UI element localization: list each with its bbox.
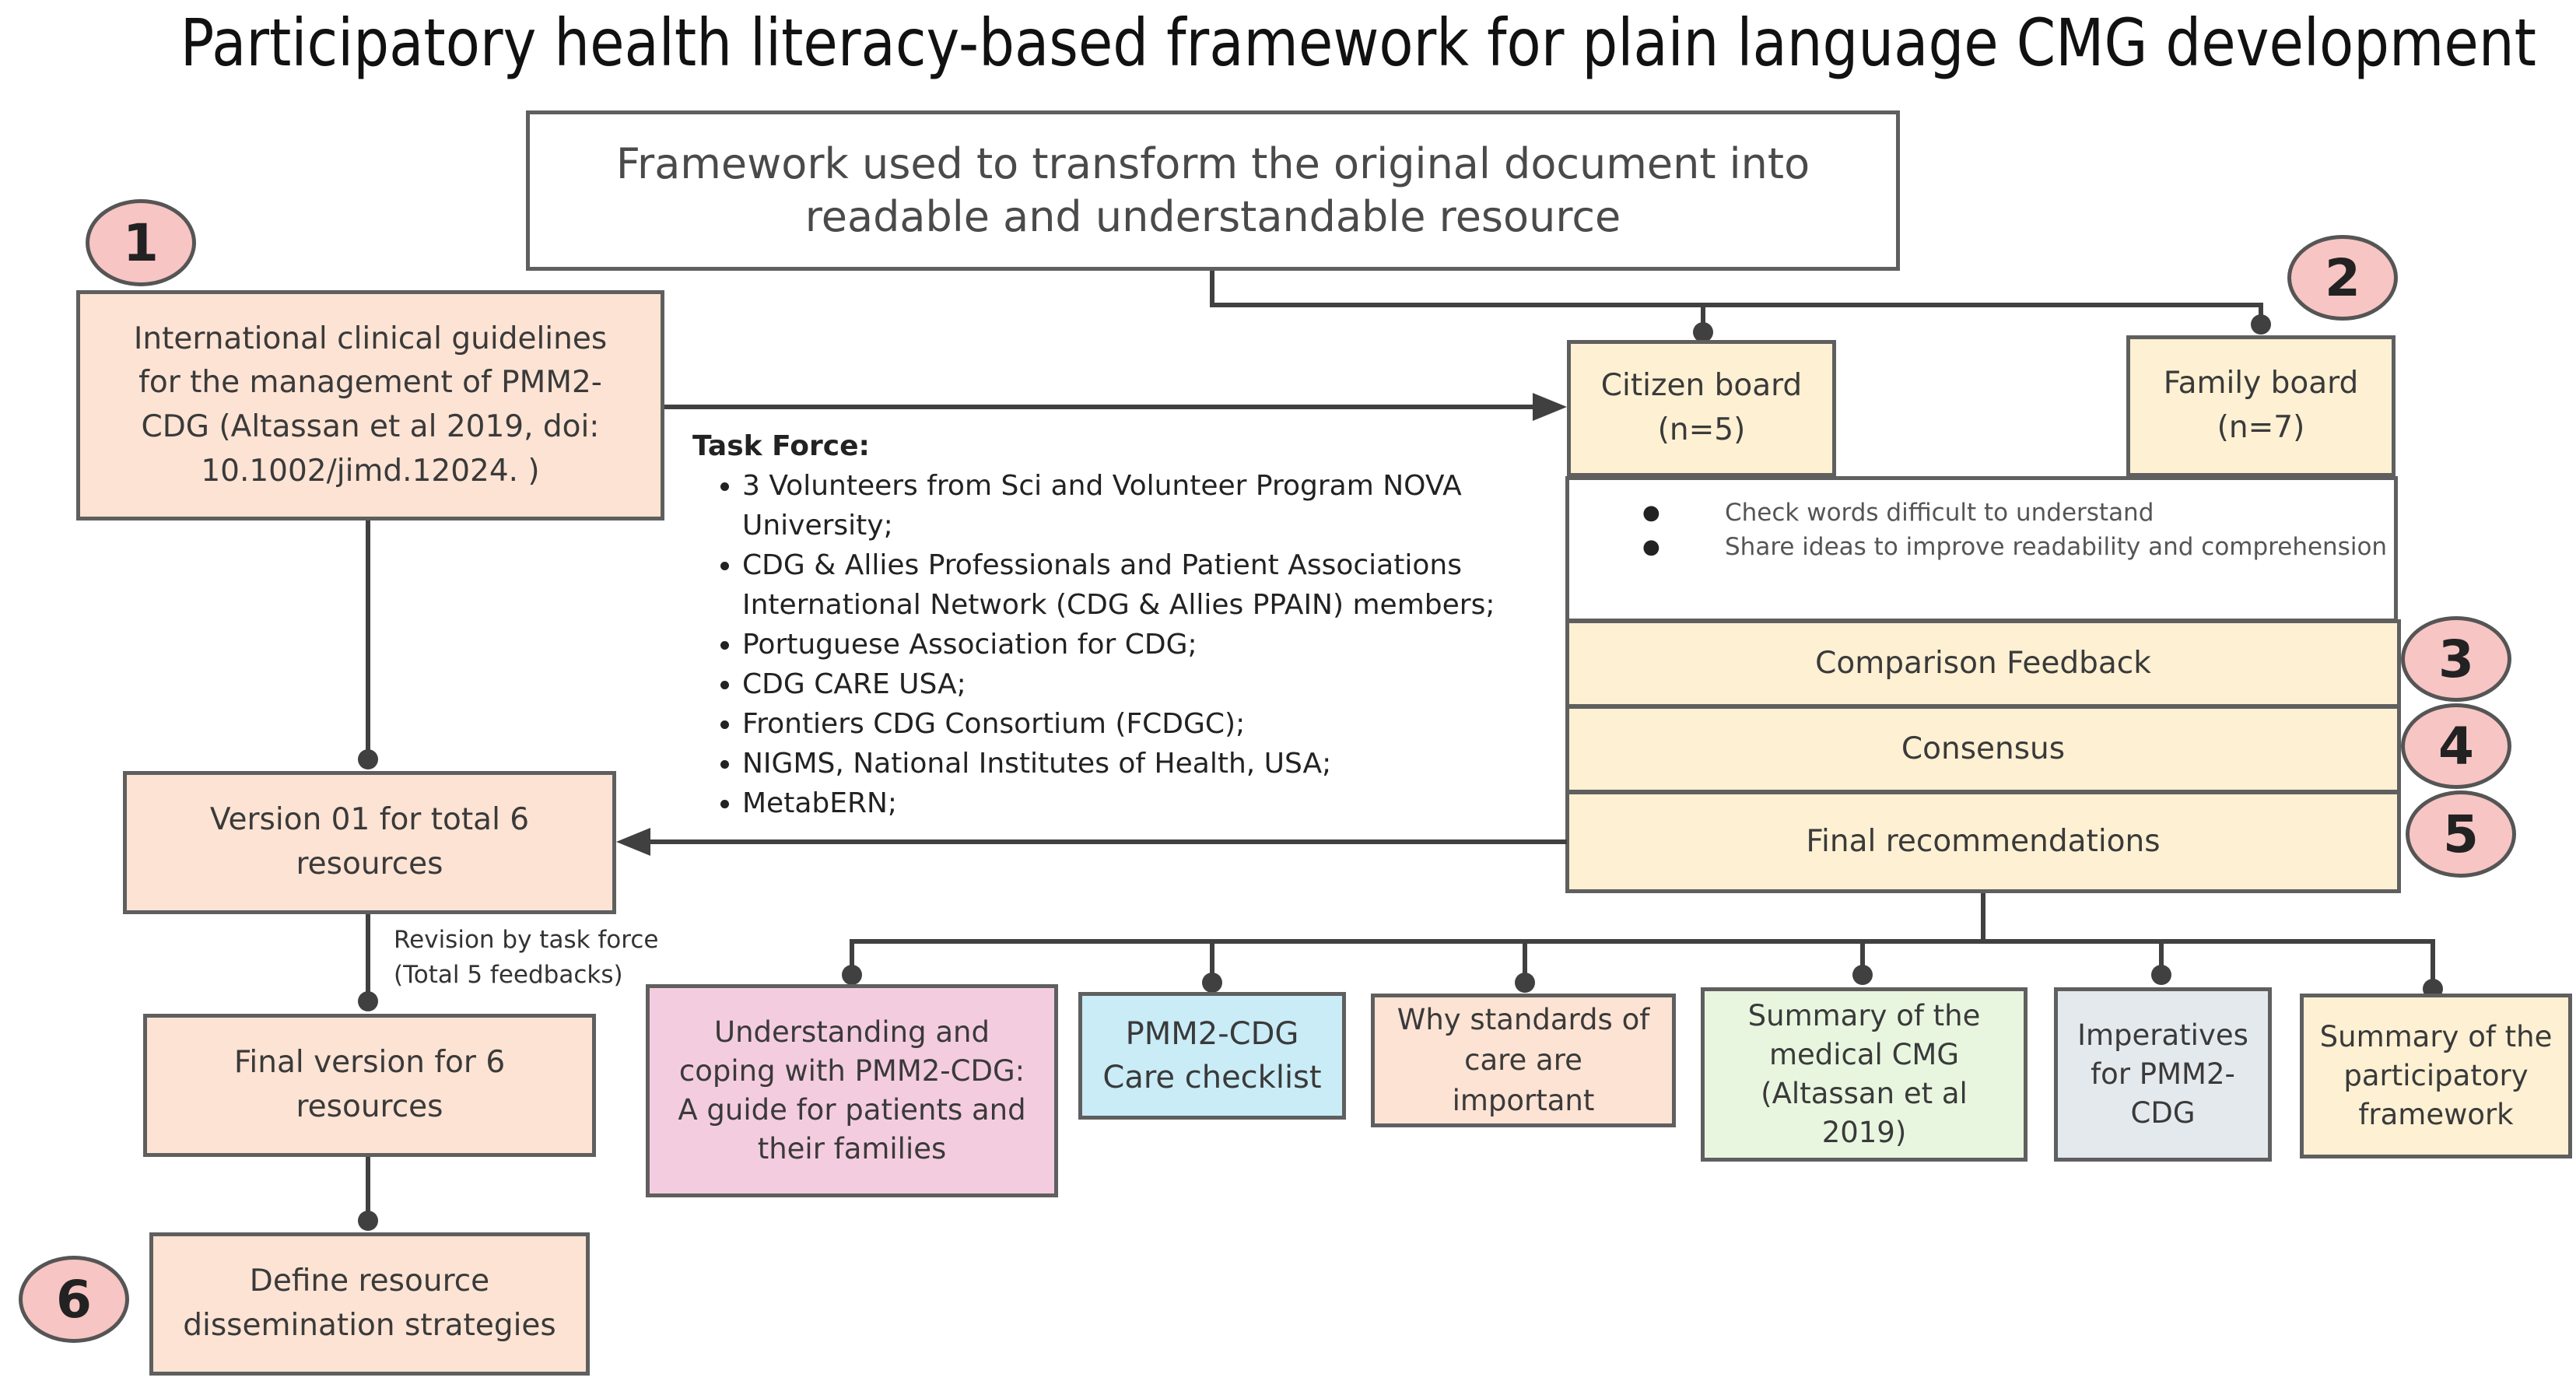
citizen-board: Citizen board (n=5) <box>1567 340 1836 477</box>
step-badge-5: 5 <box>2406 790 2516 878</box>
step-badge-6: 6 <box>19 1256 129 1343</box>
resource-medical-cmg-summary: Summary of the medical CMG (Altassan et … <box>1701 987 2028 1162</box>
stage-label: Final recommendations <box>1806 823 2161 859</box>
step-badge-4: 4 <box>2401 703 2511 789</box>
family-board-text: Family board (n=7) <box>2163 366 2359 445</box>
connector-dot-family <box>2251 314 2271 335</box>
connector-dot-resource <box>1202 973 1222 993</box>
connector-dot-resource <box>1515 973 1535 993</box>
resource-care-checklist: PMM2-CDG Care checklist <box>1078 992 1346 1120</box>
revision-note: Revision by task force (Total 5 feedback… <box>394 926 659 989</box>
dissemination-box-text: Define resource dissemination strategies <box>183 1264 556 1343</box>
task-force-member: CDG CARE USA; <box>742 664 1517 704</box>
stage-label: Comparison Feedback <box>1815 645 2151 681</box>
connector-to-resource <box>1523 939 1527 984</box>
step-badge-1: 1 <box>86 199 196 286</box>
diagram-title: Participatory health literacy-based fram… <box>180 5 2536 81</box>
board-task-item: Share ideas to improve readability and c… <box>1642 530 2394 564</box>
step-badge-2: 2 <box>2287 235 2398 321</box>
connector-to-resource <box>1210 939 1214 984</box>
task-force-heading: Task Force: <box>692 430 870 462</box>
task-force-member: 3 Volunteers from Sci and Volunteer Prog… <box>742 466 1517 545</box>
final-version-box: Final version for 6 resources <box>143 1014 596 1157</box>
connector-dot-dissemination <box>358 1211 378 1231</box>
guidelines-box-text: International clinical guidelines for th… <box>133 321 608 489</box>
stage-consensus: Consensus <box>1565 705 2401 794</box>
resource-guide: Understanding and coping with PMM2-CDG: … <box>646 984 1058 1197</box>
task-force-member: NIGMS, National Institutes of Health, US… <box>742 744 1517 783</box>
connector-to-resource <box>1860 939 1865 978</box>
connector-dot-resource <box>2151 965 2171 985</box>
arrowhead-to-citizen <box>1533 393 1567 421</box>
connector-resources-horizontal <box>850 939 2435 944</box>
task-force-list: 3 Volunteers from Sci and Volunteer Prog… <box>692 466 1517 823</box>
connector-to-resource <box>2431 939 2435 990</box>
connector-dot-resource <box>1852 965 1873 985</box>
connector-dot-resource <box>842 965 862 985</box>
resource-text: Summary of the participatory framework <box>2319 1020 2553 1131</box>
stage-comparison-feedback: Comparison Feedback <box>1565 619 2401 708</box>
connector-dot-version <box>358 749 378 769</box>
task-force-member: Portuguese Association for CDG; <box>742 625 1517 664</box>
connector-to-resource <box>2159 939 2164 978</box>
guidelines-box: International clinical guidelines for th… <box>76 290 664 520</box>
connector-framework-down <box>1210 271 1214 307</box>
connector-recommendations-down <box>1981 893 1985 943</box>
family-board: Family board (n=7) <box>2126 335 2396 477</box>
task-force-member: Frontiers CDG Consortium (FCDGC); <box>742 704 1517 744</box>
connector-guidelines-to-version <box>366 520 370 762</box>
task-force-section: Task Force: 3 Volunteers from Sci and Vo… <box>692 426 1517 823</box>
framework-box-text: Framework used to transform the original… <box>615 139 1810 241</box>
version-box-text: Version 01 for total 6 resources <box>209 802 530 882</box>
final-version-box-text: Final version for 6 resources <box>233 1045 506 1124</box>
connector-guidelines-to-citizen <box>664 405 1536 409</box>
citizen-board-text: Citizen board (n=5) <box>1600 368 1803 447</box>
task-force-member: MetabERN; <box>742 783 1517 823</box>
connector-framework-horizontal <box>1210 303 2263 307</box>
stage-label: Consensus <box>1901 731 2066 766</box>
resource-text: PMM2-CDG Care checklist <box>1102 1016 1322 1095</box>
board-task-item: Check words difficult to understand <box>1642 496 2394 530</box>
connector-version-to-final <box>366 914 370 1000</box>
connector-dot-final <box>358 991 378 1011</box>
connector-recommendations-to-version <box>646 839 1567 844</box>
board-tasks-panel: Check words difficult to understand Shar… <box>1565 476 2398 622</box>
resource-imperatives: Imperatives for PMM2-CDG <box>2054 987 2272 1162</box>
connector-dot-citizen <box>1693 322 1713 342</box>
resource-text: Imperatives for PMM2-CDG <box>2077 1018 2248 1130</box>
board-tasks-list: Check words difficult to understand Shar… <box>1569 496 2394 564</box>
connector-to-citizen <box>1701 303 1705 334</box>
resource-text: Why standards of care are important <box>1397 1003 1650 1117</box>
stage-final-recommendations: Final recommendations <box>1565 790 2401 893</box>
dissemination-box: Define resource dissemination strategies <box>149 1232 590 1376</box>
task-force-member: CDG & Allies Professionals and Patient A… <box>742 545 1517 625</box>
resource-text: Summary of the medical CMG (Altassan et … <box>1747 999 1981 1149</box>
connector-final-to-dissemination <box>366 1157 370 1221</box>
arrowhead-to-version <box>616 828 650 856</box>
step-badge-3: 3 <box>2401 616 2511 702</box>
framework-box: Framework used to transform the original… <box>526 110 1900 271</box>
resource-text: Understanding and coping with PMM2-CDG: … <box>678 1015 1026 1165</box>
resource-why-standards: Why standards of care are important <box>1371 994 1676 1127</box>
connector-to-resource <box>850 939 854 978</box>
resource-participatory-summary: Summary of the participatory framework <box>2300 994 2572 1158</box>
version-box: Version 01 for total 6 resources <box>123 771 616 914</box>
